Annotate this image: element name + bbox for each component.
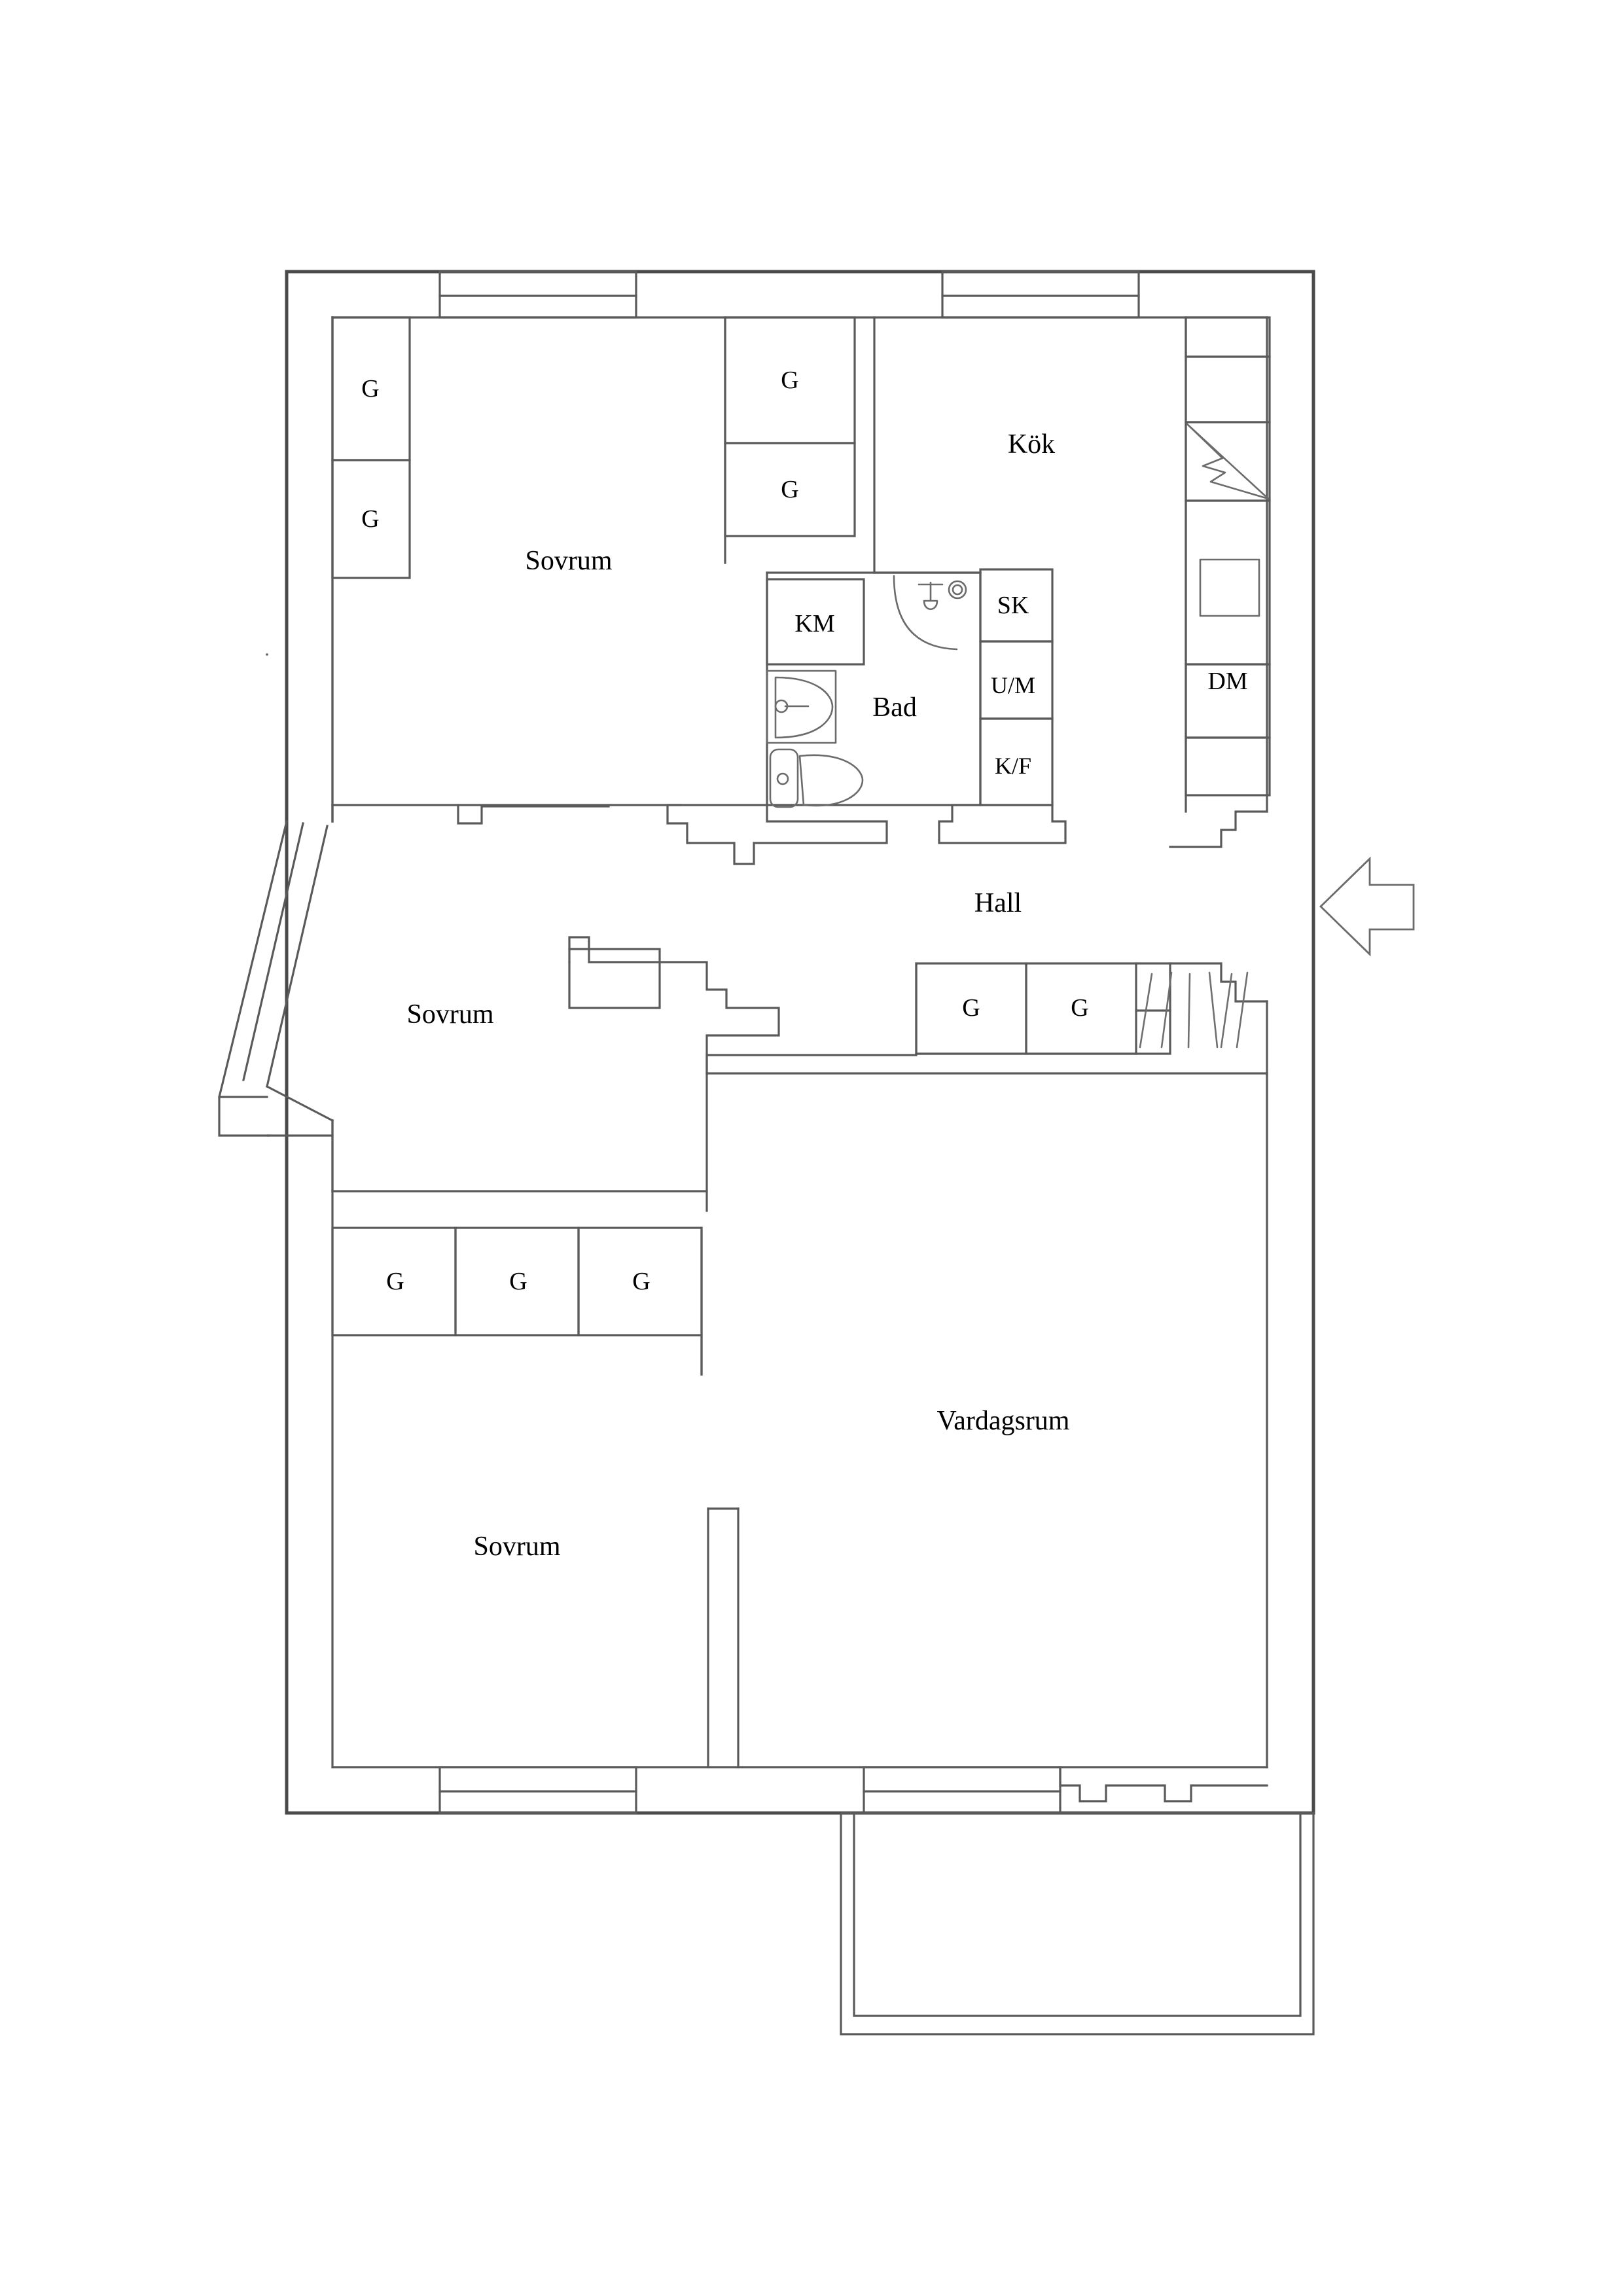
room-sovrum-middle [266,653,780,1212]
room-sovrum-bottom [331,1227,740,1768]
coat-rack-icon [1139,971,1249,1049]
entrance-arrow-icon [1319,856,1415,957]
appliance-km [766,578,865,666]
door-threshold-bad [666,804,888,865]
window-bottom-left [438,1766,637,1814]
door-threshold-cabinets [938,804,1067,844]
shower-icon [893,575,967,651]
room-kok [873,316,982,574]
room-sovrum-top [331,316,726,823]
washbasin-icon [766,670,837,744]
room-bad [766,571,982,806]
window-top-right [941,270,1140,319]
hall-living-divider [705,962,1268,1075]
kitchen-sink-icon [1186,423,1270,500]
outer-walls [285,270,1315,1815]
closet-g-top-left-upper [331,316,411,461]
closet-g-top-left-lower [331,459,411,579]
hall-closets [915,962,1171,1055]
hall-entry-recess [1169,810,1268,1003]
closet-g-top-right-lower [724,442,856,537]
closet-g-top-right-upper [724,316,856,444]
window-bottom-right [863,1766,1061,1814]
bay-window-icon [218,820,334,1137]
balcony [840,1812,1315,2036]
toilet-icon [769,748,864,808]
kitchen-counter-run [1185,316,1271,813]
stove-hob-icon [1199,558,1260,617]
room-vardagsrum [1059,1072,1268,1803]
tall-cabinet-column [979,568,1054,806]
window-top-left [438,270,637,319]
